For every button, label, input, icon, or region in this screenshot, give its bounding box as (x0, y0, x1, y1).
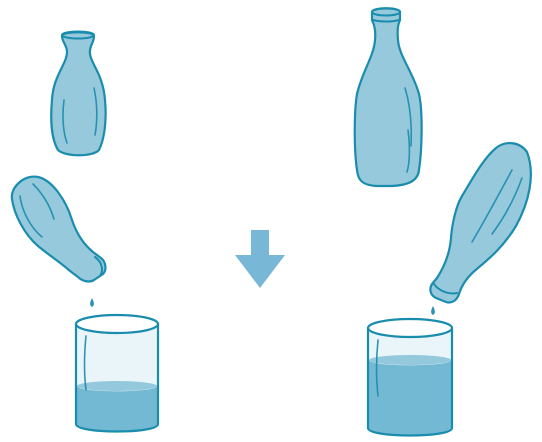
drop-left (90, 298, 94, 307)
large-bottle-upright (355, 8, 422, 186)
beaker-right (368, 319, 452, 436)
down-arrow-icon (235, 230, 285, 288)
liquid-left (77, 386, 157, 431)
liquid-right (369, 360, 451, 435)
drop-right (431, 306, 435, 315)
small-bottle-tilted (12, 177, 106, 282)
small-bottle-upright (51, 32, 105, 156)
large-bottle-tilted (430, 143, 530, 302)
beaker-left (76, 315, 158, 432)
